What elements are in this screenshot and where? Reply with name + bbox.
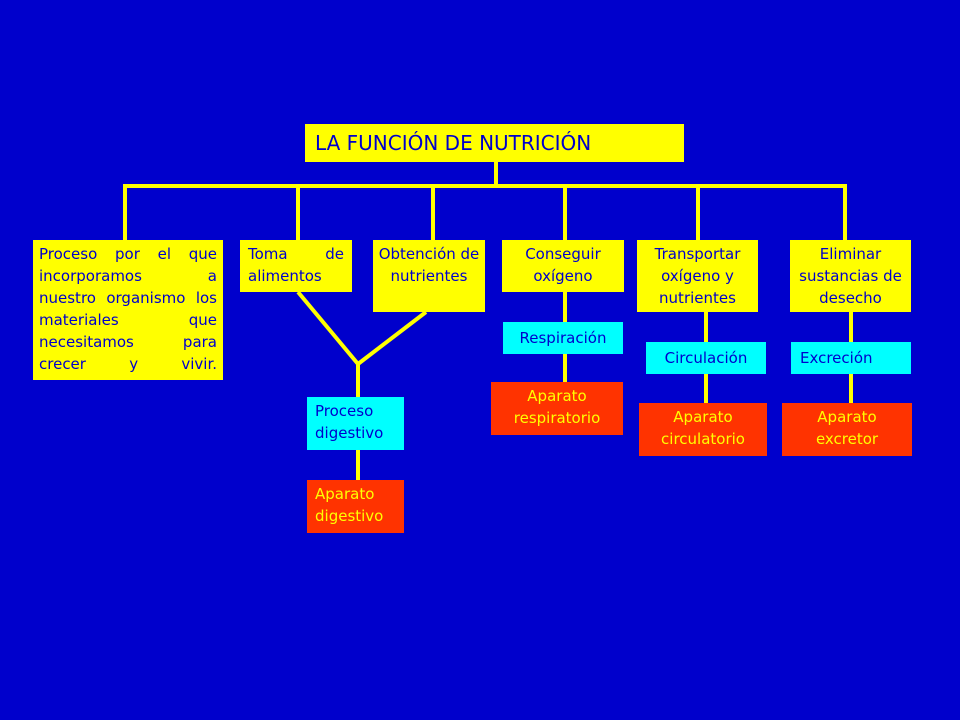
circulatory-system-box: Aparato circulatorio (639, 403, 767, 456)
circulation-box: Circulación (646, 342, 766, 374)
excretion-box: Excreción (791, 342, 911, 374)
respiratory-system-box: Aparato respiratorio (491, 382, 623, 435)
transport-box: Transportar oxígeno y nutrientes (637, 240, 758, 312)
waste-box: Eliminar sustancias de desecho (790, 240, 911, 312)
oxygen-box: Conseguir oxígeno (502, 240, 624, 292)
definition-box: Proceso por el que incorporamos a nuestr… (33, 240, 223, 380)
digestive-system-box: Aparato digestivo (307, 480, 404, 533)
diagram-title: LA FUNCIÓN DE NUTRICIÓN (305, 124, 684, 162)
respiration-box: Respiración (503, 322, 623, 354)
excretory-system-box: Aparato excretor (782, 403, 912, 456)
obtain-box: Obtención de nutrientes (373, 240, 485, 312)
digestive-process-box: Proceso digestivo (307, 397, 404, 450)
obtain-merge-line (356, 310, 428, 366)
intake-box: Toma de alimentos (240, 240, 352, 292)
intake-merge-line (296, 290, 360, 366)
